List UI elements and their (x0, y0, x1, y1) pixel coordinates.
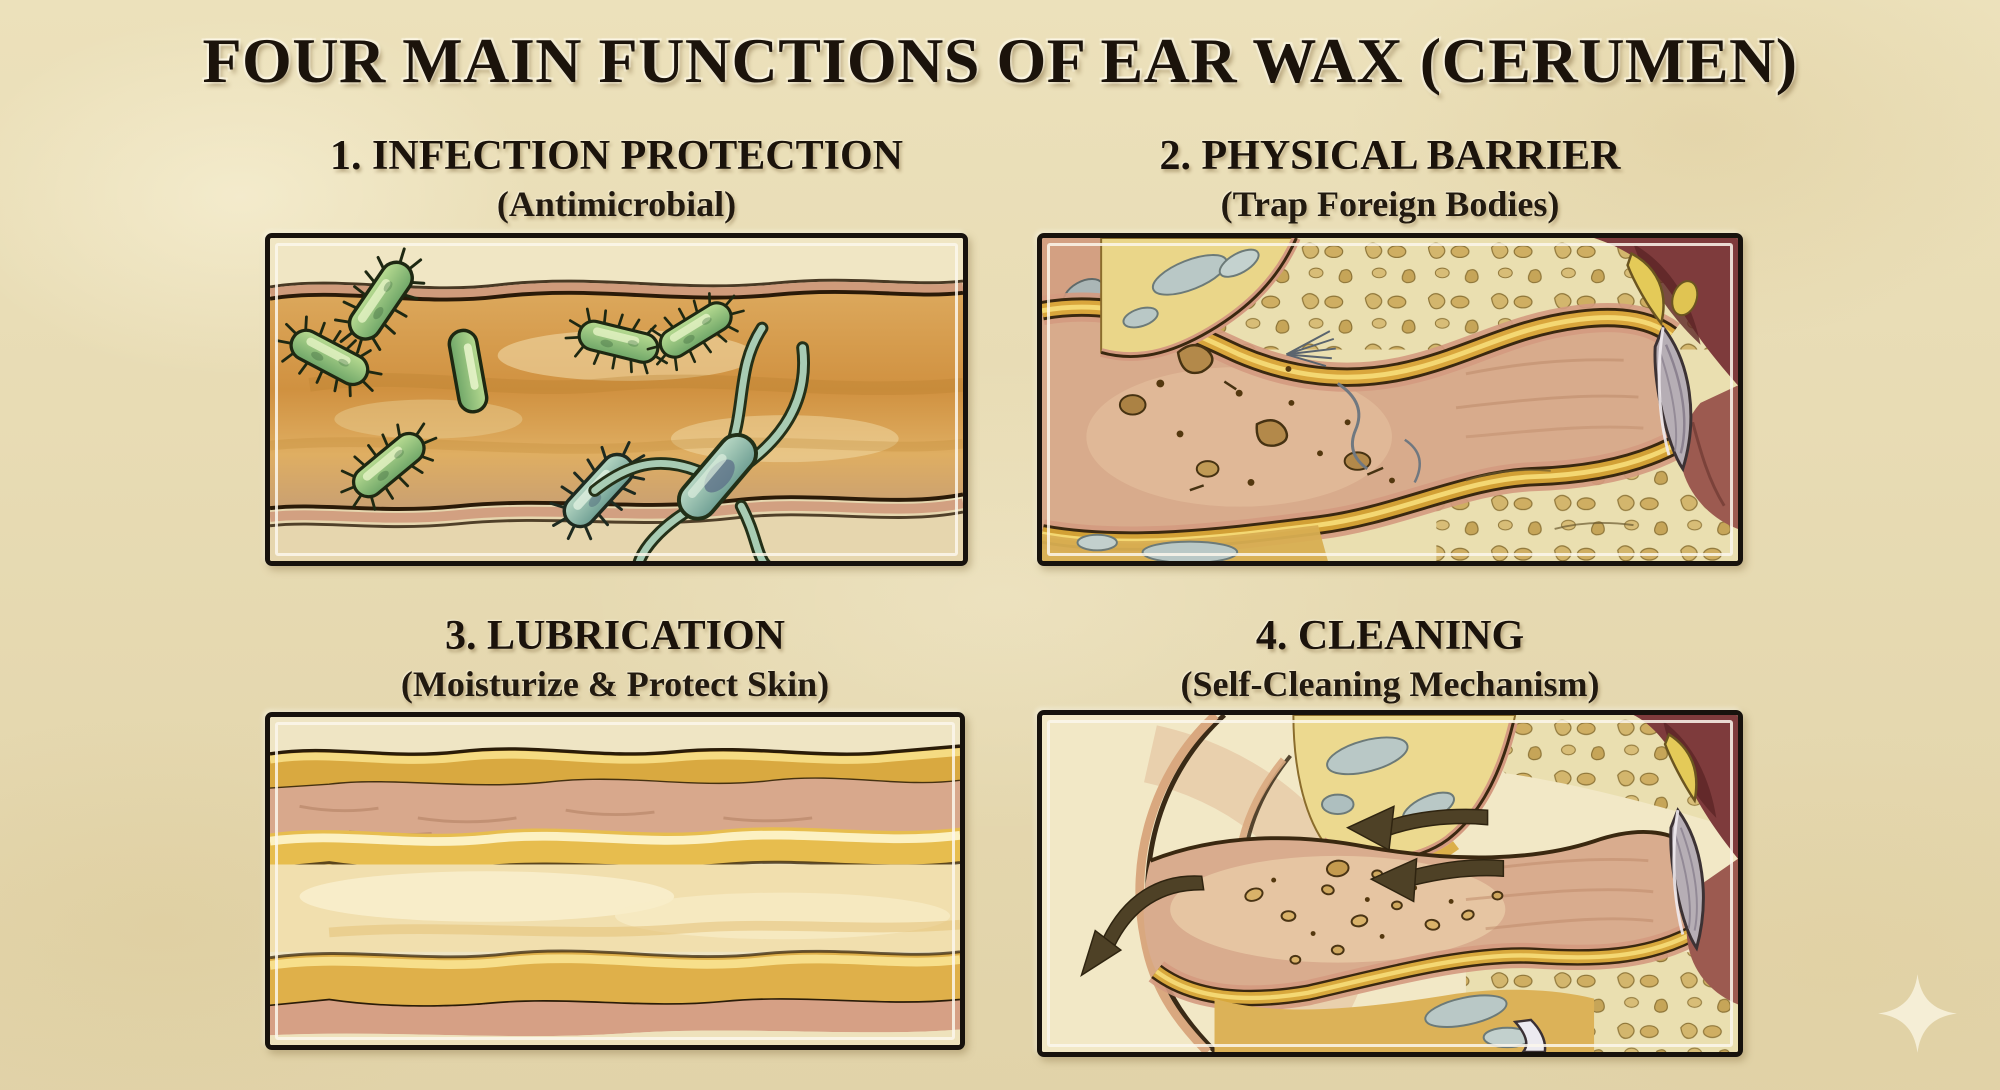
ossicle-bone (1626, 251, 1665, 327)
panel-3-heading: 3. LUBRICATION (445, 613, 785, 659)
trapped-fiber (1286, 330, 1336, 367)
panel-2-frame (1037, 233, 1743, 566)
panel-4-subtitle: (Self-Cleaning Mechanism) (1180, 664, 1600, 704)
self-cleaning-migration-illustration (1042, 715, 1738, 1052)
bacteria-in-ear-canal-illustration (270, 238, 963, 561)
canal-hair (1512, 1018, 1547, 1052)
migrating-wax-particles (1244, 859, 1504, 965)
wax-layer (270, 291, 963, 509)
ossicle-bone (1663, 732, 1698, 804)
panel-4-frame (1037, 710, 1743, 1057)
middle-ear-structures (1633, 715, 1738, 1005)
wax-lining (1148, 830, 1697, 1011)
lubricated-layers (270, 744, 960, 1045)
panel-2-heading: 2. PHYSICAL BARRIER (1159, 133, 1621, 179)
sparkle-icon (1878, 974, 1957, 1053)
gland-tissue (1042, 525, 1328, 561)
smooth-rod-bacterium (447, 328, 489, 414)
page-title: FOUR MAIN FUNCTIONS OF EAR WAX (CERUMEN) (202, 25, 1798, 96)
panel-1-heading: 1. INFECTION PROTECTION (330, 133, 903, 179)
gland-tissue (1214, 989, 1595, 1052)
panel-1-subtitle: (Antimicrobial) (496, 184, 737, 224)
ear-canal-trapped-debris-illustration (1042, 238, 1738, 561)
cartilage-duct (1099, 238, 1301, 361)
panel-3-frame (265, 712, 965, 1050)
middle-ear-structures (1594, 238, 1738, 529)
trapped-debris (1118, 330, 1421, 492)
panel-1-frame (265, 233, 968, 566)
moisturized-skin-layers-illustration (270, 717, 960, 1045)
panel-4-heading: 4. CLEANING (1255, 613, 1525, 659)
trapped-hair (1336, 382, 1369, 471)
bacteria-group (270, 238, 810, 561)
outward-migration-arrows (1080, 805, 1505, 977)
flagellated-bacterium (588, 321, 810, 561)
panel-3-subtitle: (Moisturize & Protect Skin) (400, 664, 830, 704)
panel-2-subtitle: (Trap Foreign Bodies) (1220, 184, 1560, 224)
